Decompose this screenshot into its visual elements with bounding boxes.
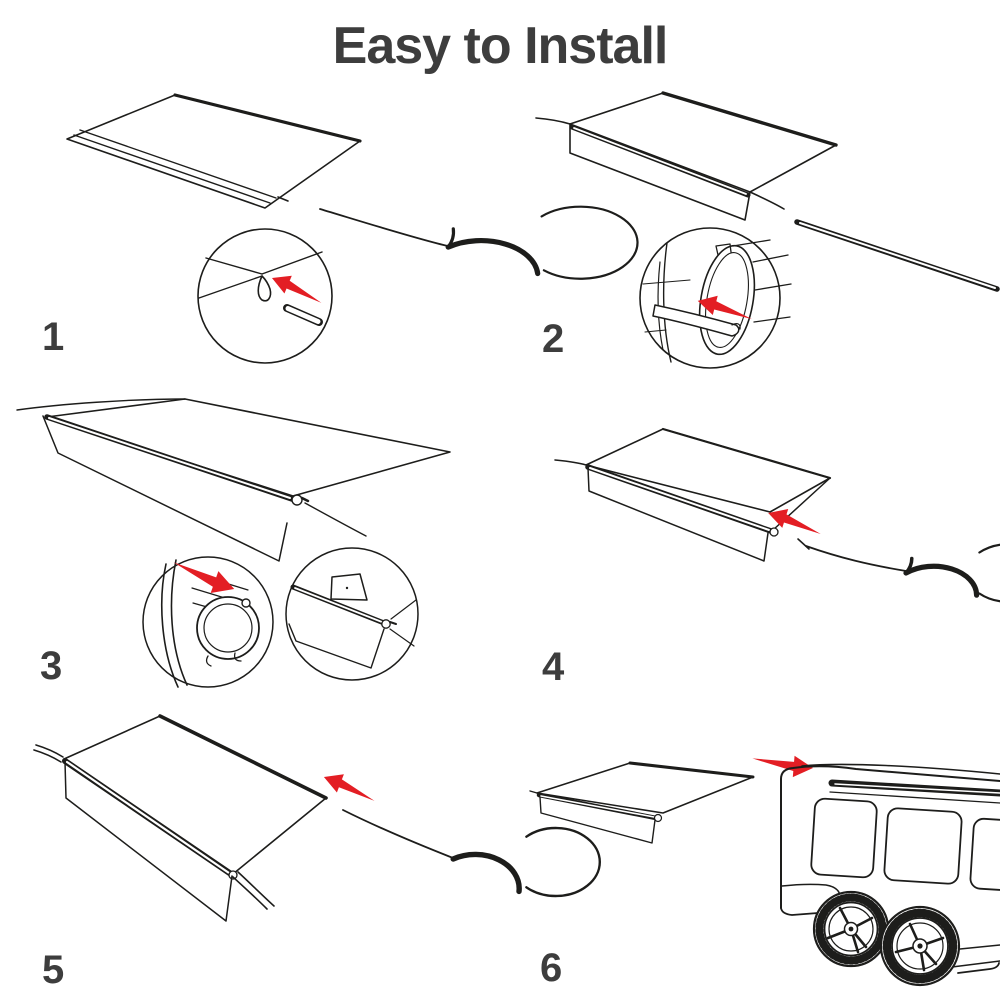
cord-loop	[540, 205, 639, 280]
detail-magnifier-circle	[197, 228, 333, 364]
rv-wheel	[812, 890, 890, 968]
cord-bead-detail	[257, 275, 272, 302]
pull-cord	[805, 545, 907, 572]
fabric-strip-detail	[652, 304, 740, 337]
step-number: 1	[42, 315, 65, 359]
step-number: 6	[540, 946, 563, 990]
valance	[539, 796, 656, 844]
pull-cord	[342, 809, 454, 859]
direction-arrow-icon	[268, 269, 327, 308]
fabric-hem-line	[79, 129, 277, 199]
step-6-drawing	[529, 752, 1000, 987]
step-5-drawing	[33, 714, 601, 922]
page-title: Easy to Install	[332, 17, 669, 75]
rv-window	[969, 817, 1000, 893]
direction-arrow-icon	[320, 767, 380, 807]
step-number: 5	[42, 948, 65, 992]
rv-wheel	[879, 905, 961, 987]
step-2-drawing	[535, 91, 1000, 369]
rv-window	[883, 807, 963, 885]
bracket-tab-detail	[330, 573, 368, 601]
pull-cord	[319, 208, 453, 248]
step-1-drawing	[66, 93, 639, 364]
step-number: 2	[542, 317, 565, 361]
detail-magnifier-circle	[142, 556, 274, 688]
rv-window	[810, 797, 878, 879]
step-number: 3	[40, 644, 63, 688]
cord-loop	[525, 826, 601, 898]
roller-profile-detail	[196, 596, 260, 660]
valance	[587, 467, 769, 562]
direction-arrow-icon	[168, 556, 239, 600]
rv-trailer	[780, 763, 1000, 987]
rolled-awning	[536, 762, 754, 814]
valance	[64, 761, 233, 922]
step-4-drawing	[554, 427, 1000, 603]
detail-magnifier-circle	[285, 547, 419, 681]
valance	[42, 415, 288, 562]
step-number: 4	[542, 645, 565, 689]
step-3-drawing	[16, 398, 451, 688]
cord-loop	[978, 543, 1000, 603]
detail-magnifier-circle	[639, 227, 781, 369]
awning-fabric	[46, 398, 451, 497]
awning-rail-slot-detail	[285, 306, 321, 324]
